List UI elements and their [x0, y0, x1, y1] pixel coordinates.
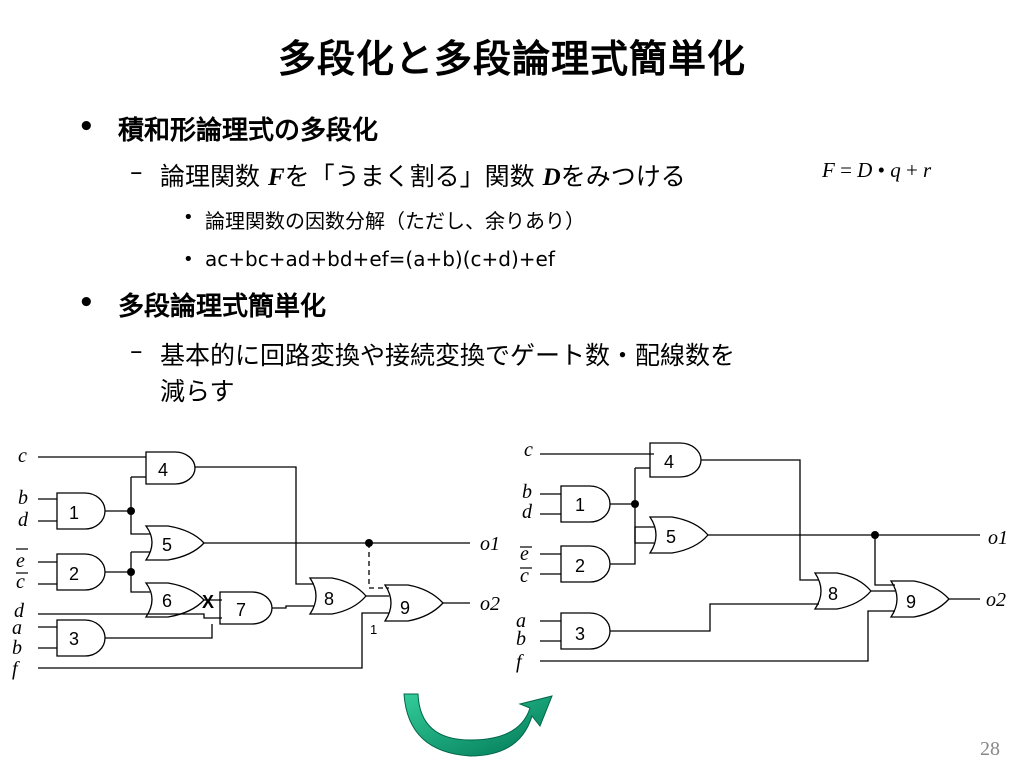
or-gate	[383, 584, 444, 622]
bullet-dot: •	[78, 288, 95, 318]
left-circuit	[38, 451, 470, 669]
input-label: c	[520, 565, 529, 587]
junction-dot	[365, 539, 373, 547]
constant-label: 1	[370, 622, 377, 637]
bullet-2-sub-line-1: 基本的に回路変換や接続変換でゲート数・配線数を	[160, 341, 736, 370]
formula: F = D • q + r	[822, 158, 931, 183]
junction-dot	[127, 507, 135, 515]
and-gate	[649, 442, 702, 478]
input-label: f	[516, 651, 524, 673]
or-gate	[813, 572, 872, 610]
input-label: c	[524, 439, 533, 461]
input-label: b	[18, 487, 28, 509]
output-label: o1	[480, 533, 500, 555]
bullet-dot: •	[183, 207, 194, 228]
or-gate	[308, 577, 367, 615]
gate-number: 3	[69, 629, 79, 649]
formula-D: D	[857, 158, 873, 182]
formula-eq: =	[840, 158, 852, 182]
cut-mark: X	[202, 592, 214, 612]
page-number: 28	[980, 738, 1000, 760]
output-label: o1	[988, 527, 1008, 549]
bullet-1-sub: 論理関数 Fを「うまく割る」関数 Dをみつける	[160, 157, 686, 193]
gate-number: 2	[575, 556, 585, 576]
gate-number: 4	[158, 460, 168, 480]
and-gate	[219, 591, 273, 625]
junction-dot	[631, 500, 639, 508]
gate-number: 5	[666, 527, 676, 547]
input-label: e	[16, 550, 25, 572]
bullet-1: 積和形論理式の多段化	[118, 116, 379, 146]
junction-dot	[871, 531, 879, 539]
bullet-dot: •	[183, 249, 194, 270]
input-label: c	[16, 571, 25, 593]
gate-number: 5	[162, 535, 172, 555]
input-label: b	[522, 481, 532, 503]
or-gate	[648, 516, 709, 554]
sub-text-1: 論理関数	[160, 162, 261, 191]
input-label: f	[12, 658, 20, 680]
and-gate	[560, 545, 611, 583]
or-gate	[144, 582, 205, 618]
input-label: e	[520, 543, 529, 565]
formula-q: q	[890, 158, 901, 182]
formula-r: r	[923, 158, 932, 182]
formula-plus: +	[905, 158, 918, 182]
bullet-1-sub-item-1: 論理関数の因数分解（ただし、余りあり）	[205, 209, 585, 233]
gate-number: 8	[828, 584, 838, 604]
or-gate	[889, 580, 950, 618]
var-F: F	[267, 164, 285, 191]
input-label: a	[516, 610, 526, 632]
formula-F: F	[822, 158, 835, 182]
gate-number: 9	[906, 592, 916, 612]
gate-number: 6	[162, 591, 172, 611]
transform-arrow-icon	[403, 693, 553, 757]
gate-number: 2	[69, 564, 79, 584]
gate-number: 7	[236, 600, 246, 620]
slide-title: 多段化と多段論理式簡単化	[277, 37, 746, 81]
sub-text-3: をみつける	[560, 162, 686, 191]
input-label: d	[522, 501, 533, 523]
dash-marker: –	[130, 336, 143, 365]
and-gate	[560, 612, 611, 650]
and-gate	[560, 485, 611, 523]
sub-text-2: を「うまく割る」関数	[284, 162, 535, 191]
gate-number: 4	[664, 452, 674, 472]
input-label: a	[12, 617, 22, 639]
junction-dot	[127, 568, 135, 576]
var-D: D	[542, 164, 561, 191]
and-gate	[56, 619, 106, 657]
and-gate	[56, 492, 106, 530]
gate-number: 1	[69, 503, 79, 523]
dash-marker: –	[130, 157, 143, 186]
gate-number: 8	[324, 589, 334, 609]
gate-number: 9	[400, 598, 410, 618]
or-gate	[144, 525, 205, 561]
and-gate	[145, 451, 196, 485]
input-label: b	[12, 637, 22, 659]
input-label: c	[18, 445, 27, 467]
bullet-dot: •	[78, 112, 95, 142]
gate-number: 1	[575, 495, 585, 515]
input-label: b	[516, 628, 526, 650]
bullet-2: 多段論理式簡単化	[118, 292, 327, 322]
output-label: o2	[480, 593, 500, 615]
and-gate	[56, 553, 106, 591]
bullet-1-sub-item-2: ac+bc+ad+bd+ef=(a+b)(c+d)+ef	[205, 247, 555, 271]
output-label: o2	[986, 589, 1006, 611]
bullet-2-sub-line-2: 減らす	[160, 377, 235, 406]
gate-number: 3	[575, 624, 585, 644]
input-label: d	[14, 600, 25, 622]
right-circuit	[540, 442, 980, 662]
input-label: d	[18, 509, 29, 531]
formula-dot: •	[877, 158, 885, 182]
